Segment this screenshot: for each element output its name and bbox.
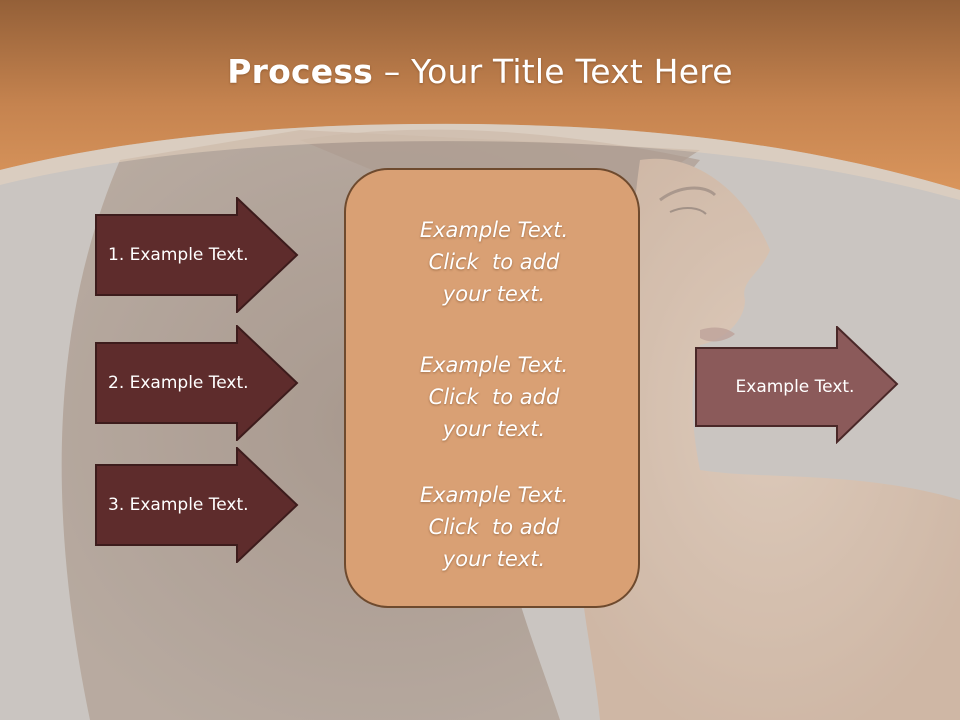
process-arrow-2[interactable]: 2. Example Text. [95,325,300,441]
block-line: your text. [442,547,546,571]
block-line: Example Text. [419,483,569,507]
slide-title[interactable]: Process – Your Title Text Here [0,52,960,91]
arrow-label: 2. Example Text. [108,373,249,393]
process-arrow-1[interactable]: 1. Example Text. [95,197,300,313]
arrow-shape [95,447,299,563]
arrow-label: Example Text. [735,377,855,397]
block-line: Example Text. [419,353,569,377]
title-bold-text: Process [227,52,374,91]
block-line: Example Text. [419,218,569,242]
block-line: your text. [442,282,546,306]
arrow-label: 3. Example Text. [108,495,249,515]
center-text-block: Example Text. Click to add your text. [346,349,642,445]
arrow-shape [695,326,899,444]
arrow-shape [95,325,299,441]
arrow-label: 1. Example Text. [108,245,249,265]
block-line: Click to add [428,515,560,539]
block-line: your text. [442,417,546,441]
output-arrow[interactable]: Example Text. [695,326,900,444]
process-arrow-3[interactable]: 3. Example Text. [95,447,300,563]
center-text-block: Example Text. Click to add your text. [346,479,642,575]
title-rest-text: – Your Title Text Here [373,52,733,91]
block-line: Click to add [428,250,560,274]
block-line: Click to add [428,385,560,409]
center-text-block: Example Text. Click to add your text. [346,214,642,310]
center-text-box[interactable]: Example Text. Click to add your text. Ex… [344,168,640,608]
arrow-shape [95,197,299,313]
